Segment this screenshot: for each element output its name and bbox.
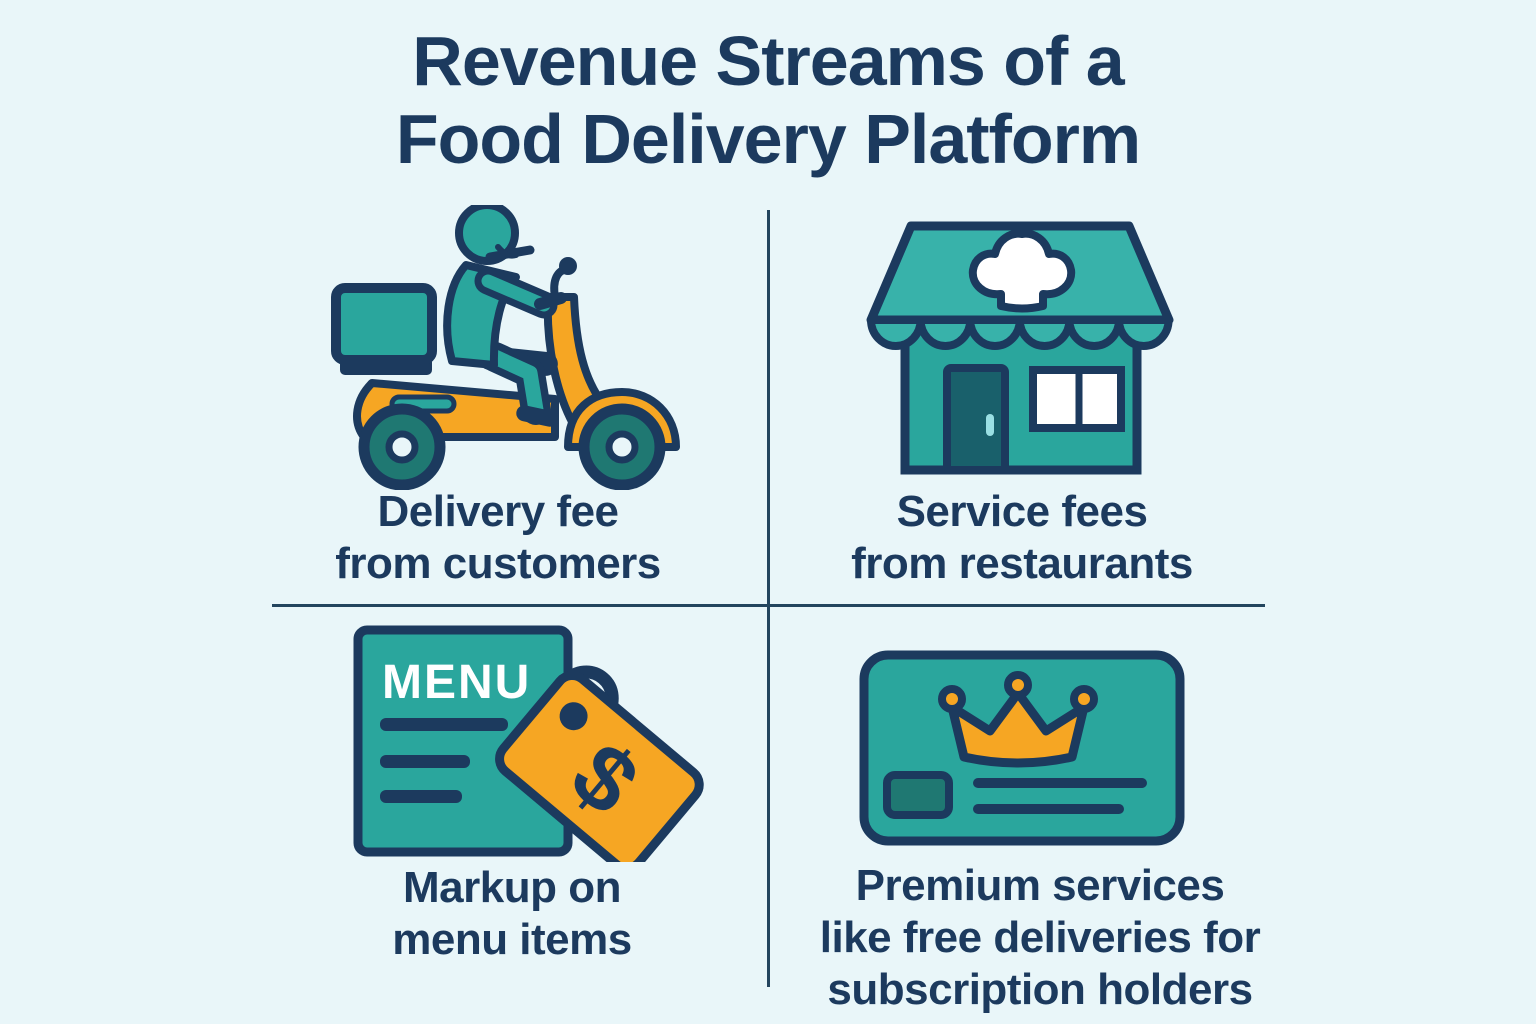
card-line-1	[973, 778, 1147, 788]
price-tag-icon: $	[495, 665, 704, 862]
vertical-divider	[767, 210, 770, 987]
premium-subscription-card-icon	[859, 650, 1185, 846]
caption-delivery-fee-line1: Delivery fee	[377, 487, 619, 536]
crown-icon	[947, 688, 1089, 768]
crown-tip-left	[938, 685, 966, 713]
page-title-line1: Revenue Streams of a	[412, 22, 1124, 100]
caption-premium-services-line2: like free deliveries for	[819, 912, 1261, 962]
caption-premium-services-line1: Premium services	[855, 861, 1225, 910]
menu-line-3	[380, 790, 462, 803]
rider-arm	[481, 274, 551, 312]
rider-shoe	[516, 405, 558, 427]
horizontal-divider	[272, 604, 1265, 607]
menu-label: MENU	[382, 656, 531, 709]
page-title: Revenue Streams of a Food Delivery Platf…	[0, 22, 1536, 179]
caption-premium-services: Premium services like free deliveries fo…	[775, 860, 1305, 1016]
tag-body	[495, 670, 704, 862]
caption-delivery-fee: Delivery fee from customers	[258, 486, 738, 590]
helmet-face-line	[495, 244, 519, 259]
caption-service-fees-line2: from restaurants	[851, 538, 1193, 588]
delivery-scooter-icon	[331, 205, 680, 490]
caption-service-fees-line1: Service fees	[896, 487, 1148, 536]
store-awning	[867, 316, 1173, 350]
card-line-2	[973, 804, 1124, 814]
restaurant-storefront-icon	[866, 221, 1174, 475]
front-wheel-hub	[605, 430, 639, 464]
mirror-icon	[559, 257, 577, 275]
caption-menu-markup: Markup on menu items	[282, 862, 742, 966]
tag-hole	[559, 702, 588, 731]
caption-service-fees: Service fees from restaurants	[787, 486, 1257, 590]
caption-premium-services-line3: subscription holders	[827, 964, 1253, 1014]
store-door	[943, 364, 1009, 474]
card-chip	[883, 771, 953, 819]
menu-price-tag-icon: MENU $	[353, 625, 704, 862]
chef-hat-icon	[968, 229, 1076, 313]
menu-line-1	[380, 718, 508, 731]
menu-line-2	[380, 755, 470, 768]
rider-leg	[487, 349, 544, 418]
page-title-line2: Food Delivery Platform	[395, 100, 1141, 179]
caption-menu-markup-line2: menu items	[392, 914, 632, 964]
door-handle	[986, 414, 994, 436]
caption-menu-markup-line1: Markup on	[403, 863, 621, 912]
caption-delivery-fee-line2: from customers	[335, 538, 661, 588]
crown-tip-middle	[1004, 671, 1032, 699]
delivery-box	[331, 283, 437, 365]
rear-wheel-hub	[385, 430, 419, 464]
crown-tip-right	[1070, 685, 1098, 713]
